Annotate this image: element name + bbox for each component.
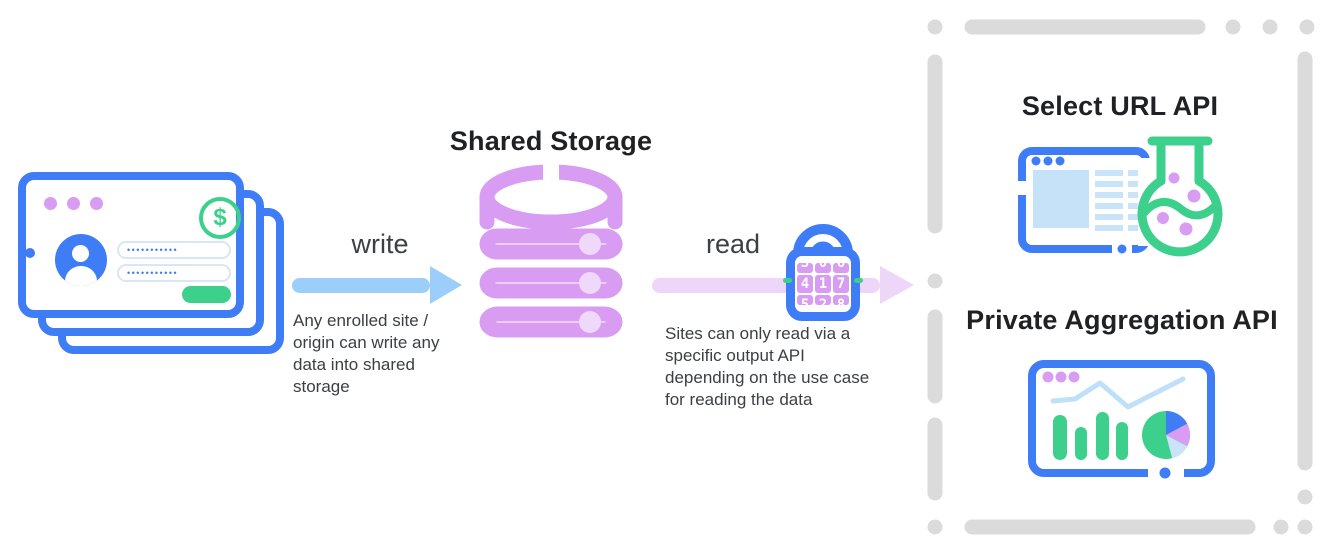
lock-dial: 0 1 2: [815, 263, 831, 305]
lock-dial: 3 4 5: [797, 263, 813, 305]
password-field: •••••••••••: [117, 241, 231, 259]
dial-marker-icon: [854, 278, 863, 283]
window-border-dot-icon: [25, 248, 35, 258]
password-field: •••••••••••: [117, 264, 231, 282]
flask-liquid-line: [1140, 198, 1220, 220]
dollar-sign: $: [213, 204, 227, 231]
dial-digit: 1: [818, 276, 828, 292]
page-text-lines: [1095, 170, 1144, 231]
window-dot-icon: [67, 197, 80, 210]
dial-digit-partial: 8: [836, 297, 846, 305]
password-dots: •••••••••••: [127, 245, 179, 255]
page-hero-block: [1033, 170, 1089, 228]
read-caption: Sites can only read via a specific outpu…: [665, 324, 870, 409]
write-arrow: [292, 278, 430, 293]
dial-marker-icon: [783, 278, 792, 283]
flask-icon: [1137, 136, 1223, 257]
frame-border-dot-icon: [1159, 467, 1171, 479]
window-dot-icon: [44, 197, 57, 210]
frame-border-dot-icon: [1117, 244, 1127, 254]
shared-storage-title: Shared Storage: [449, 126, 653, 156]
password-dots: •••••••••••: [127, 268, 179, 278]
line-chart-icon: [1050, 376, 1186, 410]
pie-chart-icon: [1142, 410, 1191, 459]
private-aggregation-api-title: Private Aggregation API: [966, 305, 1278, 335]
avatar-shoulders: [65, 266, 97, 286]
window-dot-icon: [90, 197, 103, 210]
dial-digit-partial: 0: [818, 263, 828, 271]
browser-window-front: $ ••••••••••• •••••••••••: [18, 172, 244, 318]
write-label: write: [351, 229, 409, 259]
write-arrow-head: [430, 266, 462, 304]
lock-dial: 6 7 8: [833, 263, 849, 305]
dial-digit-partial: 6: [836, 263, 846, 271]
bar-chart-icon: [1053, 412, 1128, 460]
dial-digit-partial: 3: [800, 263, 810, 271]
dial-digit-partial: 2: [818, 297, 828, 305]
select-url-api-title: Select URL API: [1021, 91, 1219, 121]
select-url-icon-group: [1018, 136, 1223, 257]
database-icon: [479, 160, 623, 338]
user-avatar-icon: [55, 234, 107, 286]
frame-border-gap: [1018, 181, 1027, 195]
write-caption: Any enrolled site / origin can write any…: [293, 311, 440, 396]
dollar-icon: $: [199, 197, 241, 239]
lock-icon: 3 4 5 0 1 2 6 7 8: [786, 247, 860, 321]
dashboard-icon: [1042, 371, 1191, 479]
login-button-shape: [182, 286, 231, 303]
read-arrow-head: [880, 266, 914, 304]
read-label: read: [705, 229, 761, 259]
dial-digit: 4: [800, 276, 810, 292]
avatar-head: [72, 245, 89, 262]
dial-digit-partial: 5: [800, 297, 810, 305]
dial-digit: 7: [836, 276, 846, 292]
cylinder-top-gap: [543, 160, 559, 181]
